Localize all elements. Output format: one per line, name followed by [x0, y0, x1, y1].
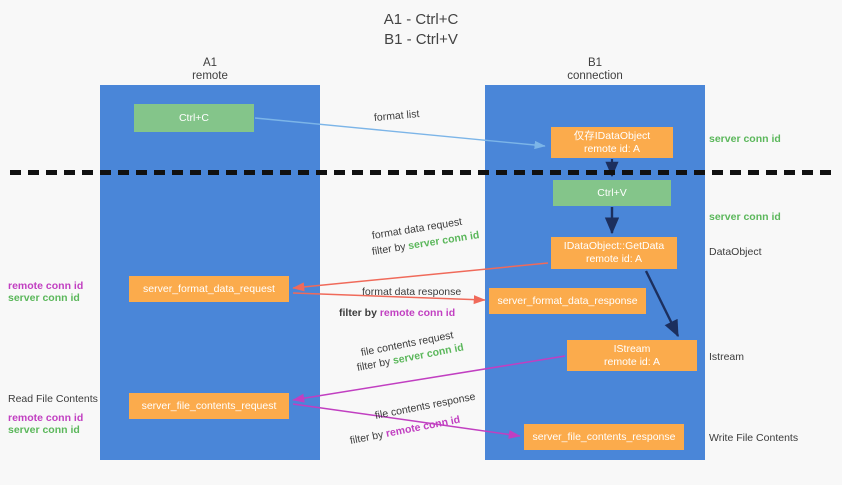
- node-ctrl-v[interactable]: Ctrl+V: [553, 180, 671, 206]
- label-format-data-response-filter: filter by remote conn id: [339, 306, 455, 320]
- annotation-istream: Istream: [709, 351, 745, 363]
- node-server-format-data-request[interactable]: server_format_data_request: [129, 276, 289, 302]
- annotation-remote-conn-id-2: remote conn id: [8, 412, 84, 424]
- annotation-server-conn-id-1: server conn id: [8, 292, 80, 304]
- annotation-write-file-contents: Write File Contents: [709, 432, 799, 444]
- filter-prefix: filter by: [339, 307, 380, 319]
- arrow-file-contents-request: [292, 355, 566, 403]
- filter-value-remote-conn-id: remote conn id: [379, 307, 456, 319]
- node-idataobject[interactable]: 仅存IDataObject remote id: A: [551, 127, 673, 158]
- label-format-data-response: format data response: [362, 286, 462, 298]
- annotation-remote-conn-id-1: remote conn id: [8, 280, 84, 292]
- arrow-format-list: [254, 117, 546, 150]
- node-ctrl-c[interactable]: Ctrl+C: [134, 104, 254, 132]
- node-server-file-contents-response[interactable]: server_file_contents_response: [524, 424, 684, 450]
- node-server-format-data-response[interactable]: server_format_data_response: [489, 288, 646, 314]
- annotation-server-conn-id-mid: server conn id: [709, 211, 781, 223]
- diagram-title: A1 - Ctrl+C B1 - Ctrl+V: [383, 11, 459, 48]
- arrow-format-data-response: [292, 292, 486, 305]
- node-istream[interactable]: IStream remote id: A: [567, 340, 697, 371]
- annotation-read-file-contents: Read File Contents: [8, 393, 98, 405]
- annotation-server-conn-id-2: server conn id: [8, 424, 80, 436]
- phase-divider: [10, 170, 832, 175]
- arrow-getdata-to-istream: [644, 270, 680, 338]
- annotation-server-conn-id-top: server conn id: [709, 133, 781, 145]
- lane-header-a1: A1 remote: [192, 57, 228, 82]
- node-idataobject-getdata[interactable]: IDataObject::GetData remote id: A: [551, 237, 677, 269]
- node-server-file-contents-request[interactable]: server_file_contents_request: [129, 393, 289, 419]
- annotation-dataobject: DataObject: [709, 246, 762, 258]
- lane-header-b1: B1 connection: [567, 57, 623, 82]
- arrow-format-data-request: [292, 262, 549, 292]
- arrow-file-contents-response: [292, 403, 521, 439]
